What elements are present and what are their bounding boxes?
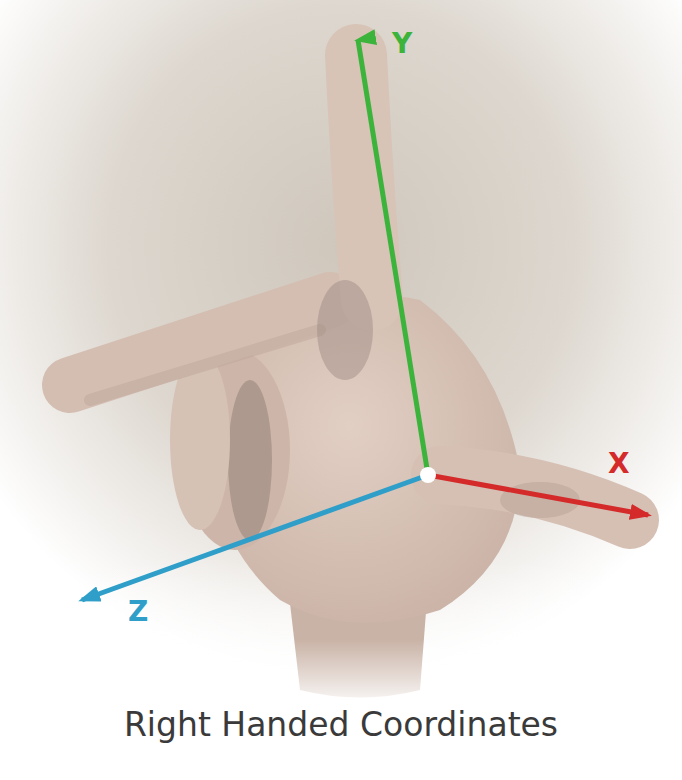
z-axis-label: Z (128, 598, 148, 626)
y-axis-label: Y (392, 30, 412, 58)
caption: Right Handed Coordinates (0, 705, 682, 745)
x-axis-label: X (608, 450, 630, 478)
